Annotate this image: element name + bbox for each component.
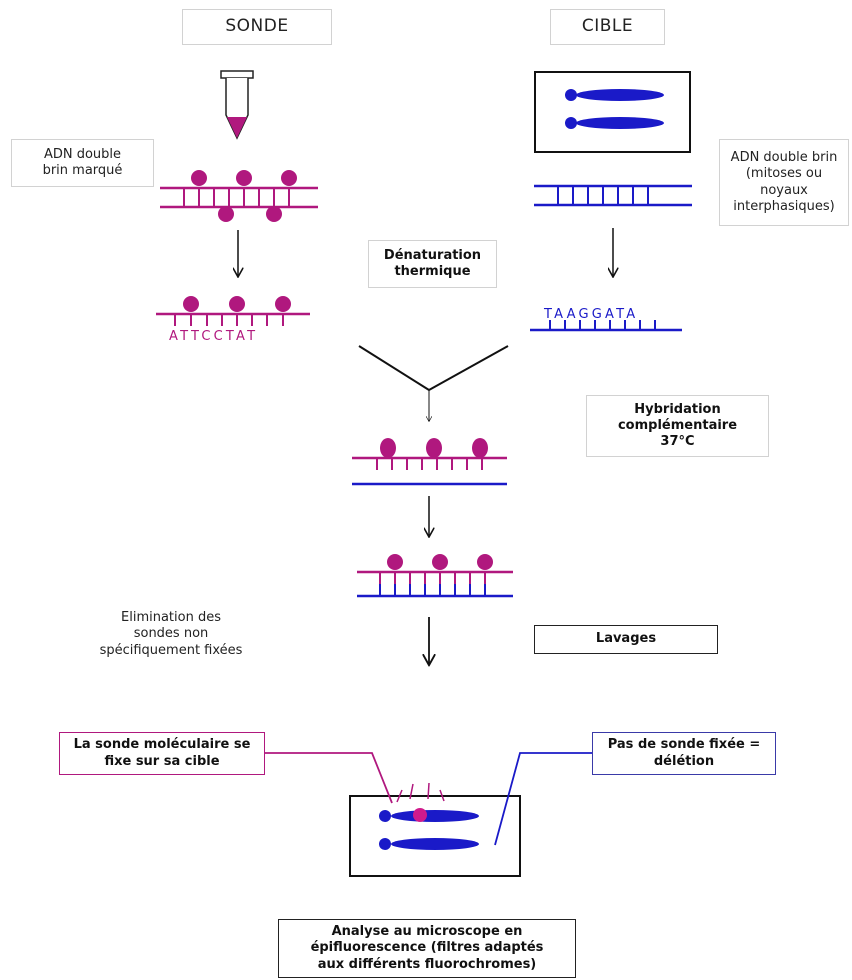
hybridization-label: Hybridation complémentaire 37°C bbox=[586, 395, 769, 457]
elimination-label: Elimination des sondes non spécifiquemen… bbox=[99, 610, 243, 658]
probe-sequence: ATTCCTAT bbox=[169, 329, 258, 344]
no-probe-callout-line bbox=[494, 752, 592, 846]
washes-label: Lavages bbox=[534, 625, 718, 654]
target-double-strand-dna bbox=[534, 184, 692, 207]
sonde-header: SONDE bbox=[182, 9, 332, 45]
probe-tube-icon bbox=[220, 70, 254, 140]
denaturation-label: Dénaturation thermique bbox=[368, 240, 497, 288]
hybridized-dna-1 bbox=[352, 438, 507, 486]
hybridized-dna-2 bbox=[357, 554, 513, 598]
probe-dna-label: ADN double brin marqué bbox=[11, 139, 154, 187]
cible-header: CIBLE bbox=[550, 9, 665, 45]
merge-lines bbox=[358, 345, 509, 391]
probe-binds-callout-line bbox=[265, 752, 393, 804]
probe-single-strand bbox=[156, 296, 310, 326]
target-single-strand bbox=[530, 320, 682, 332]
target-dna-label: ADN double brin (mitoses ou noyaux inter… bbox=[719, 139, 849, 226]
analysis-label: Analyse au microscope en épifluorescence… bbox=[278, 919, 576, 978]
target-slide-icon bbox=[534, 71, 691, 153]
probe-binds-label: La sonde moléculaire se fixe sur sa cibl… bbox=[59, 732, 265, 775]
target-sequence: TAAGGATA bbox=[543, 307, 638, 322]
probe-double-strand-dna bbox=[160, 170, 318, 222]
no-probe-label: Pas de sonde fixée = délétion bbox=[592, 732, 776, 775]
result-slide-icon bbox=[349, 782, 521, 877]
